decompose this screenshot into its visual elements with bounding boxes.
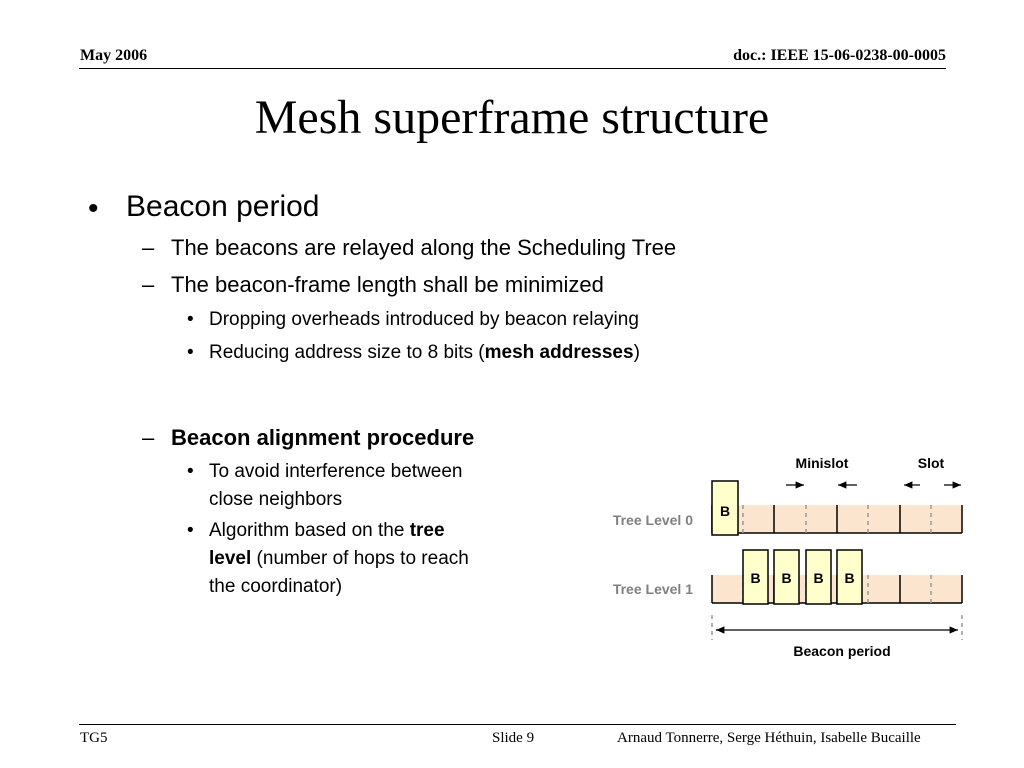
bullet-avoid-interference: To avoid interference between close neigh…	[209, 458, 463, 514]
header-doc-id: doc.: IEEE 15-06-0238-00-0005	[733, 47, 946, 64]
text-line: level (number of hops to reach	[209, 545, 469, 573]
tree-level-1-beacon	[805, 549, 832, 605]
bullet-dot: •	[187, 520, 194, 541]
text-fragment: )	[633, 342, 640, 363]
bullet-reducing-address: Reducing address size to 8 bits (mesh ad…	[209, 339, 640, 367]
text-fragment: Algorithm based on the	[209, 520, 410, 541]
tree-level-0-label: Tree Level 0	[613, 512, 693, 528]
text-fragment: Reducing address size to 8 bits (	[209, 342, 485, 363]
beacon-label: B	[844, 570, 854, 586]
beacon-label: B	[781, 570, 791, 586]
bullet-length-minimized: The beacon-frame length shall be minimiz…	[171, 272, 604, 297]
bold-fragment: level	[209, 548, 252, 569]
beacon-label: B	[813, 570, 823, 586]
header-date: May 2006	[80, 47, 148, 64]
footer-group: TG5	[80, 730, 108, 746]
text-line: Algorithm based on the tree	[209, 517, 469, 545]
beacon-period-label: Beacon period	[793, 643, 890, 659]
bold-fragment: mesh addresses	[484, 342, 634, 363]
bullet-beacon-period: Beacon period	[126, 190, 320, 223]
dash-marker: –	[142, 235, 155, 260]
beacon-label: B	[720, 503, 730, 519]
bullet-relay-tree: The beacons are relayed along the Schedu…	[171, 235, 677, 260]
footer-slide-number: Slide 9	[492, 730, 535, 746]
footer-authors: Arnaud Tonnerre, Serge Héthuin, Isabelle…	[617, 730, 921, 746]
text-line: To avoid interference between	[209, 461, 463, 482]
text-fragment: (number of hops to reach	[251, 548, 469, 569]
beacon-label: B	[750, 570, 760, 586]
dash-marker: –	[142, 272, 155, 297]
tree-level-1-beacon	[742, 549, 769, 605]
header-rule	[79, 68, 946, 69]
bullet-dot: •	[187, 461, 194, 482]
tree-level-1-beacon	[773, 549, 800, 605]
bullet-dot: •	[88, 192, 99, 225]
footer-rule	[79, 724, 956, 725]
minislot-label: Minislot	[796, 455, 849, 471]
bullet-dot: •	[187, 309, 194, 330]
bold-fragment: tree	[409, 520, 445, 541]
dash-marker: –	[142, 425, 155, 450]
text-line: close neighbors	[209, 489, 343, 510]
bullet-dot: •	[187, 342, 194, 363]
tree-level-1-label: Tree Level 1	[613, 581, 693, 597]
tree-level-0-beacon	[711, 480, 739, 536]
slot-label: Slot	[918, 455, 945, 471]
bullet-alignment-procedure: Beacon alignment procedure	[171, 425, 475, 450]
tree-level-1-beacon	[836, 549, 863, 605]
slide-title: Mesh superframe structure	[254, 91, 770, 144]
text-line: the coordinator)	[209, 576, 343, 597]
bullet-dropping-overheads: Dropping overheads introduced by beacon …	[209, 309, 639, 330]
